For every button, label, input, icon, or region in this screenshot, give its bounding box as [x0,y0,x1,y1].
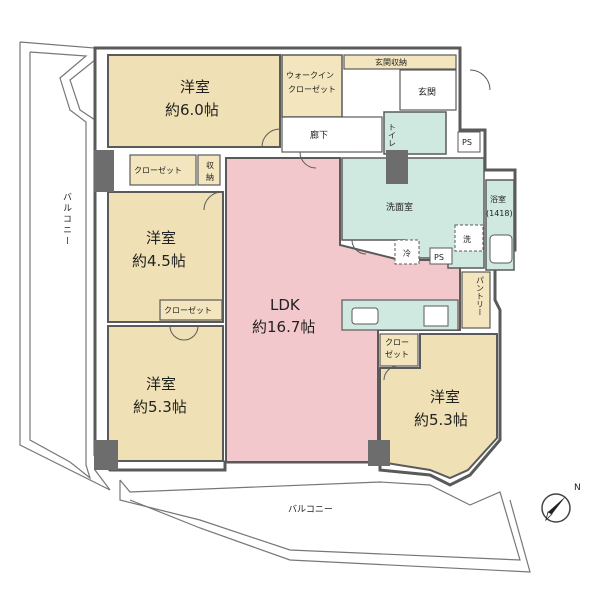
walk-in-closet-label-2: クローゼット [288,84,336,94]
ldk-name: LDK [270,296,301,314]
entrance-storage-label: 玄関収納 [375,57,407,67]
walk-in-closet-label-1: ウォークイン [286,71,334,80]
storage-left[interactable] [197,154,221,186]
bathroom-name: 浴室 [490,194,506,204]
washer-label: 洗 [463,234,471,244]
fridge-label: 冷 [403,248,411,258]
western-se-name: 洋室 [430,388,460,406]
western-se-size: 約5.3帖 [414,411,468,429]
entrance-label: 玄関 [418,86,436,98]
room-western-nw[interactable] [107,54,281,148]
closet-mid[interactable] [159,299,223,321]
entrance-storage[interactable] [343,54,457,70]
bathroom-spec: (1418) [486,209,513,218]
room-western-sw[interactable] [107,325,224,462]
western-nw-name: 洋室 [180,78,210,96]
compass-icon [541,493,571,523]
western-w-size: 約4.5帖 [132,252,186,270]
western-sw-name: 洋室 [146,375,176,393]
washroom-label: 洗面室 [386,201,413,213]
fridge-space [394,239,420,265]
closet-left[interactable] [129,154,197,186]
balcony-bottom-outline [119,479,531,573]
storage-left-label-2: 納 [206,172,214,182]
ps-top-box [457,131,481,153]
balcony-left-label: バルコニー [61,192,72,247]
pantry[interactable] [461,271,491,329]
compass-label: N [574,483,581,493]
stove-icon [423,305,449,327]
western-sw-size: 約5.3帖 [133,398,187,416]
corridor[interactable] [281,116,383,153]
entrance[interactable] [399,69,457,111]
pillars [94,150,408,470]
sink-icon [351,307,379,325]
closet-right[interactable] [379,333,419,367]
western-w-name: 洋室 [146,229,176,247]
closet-right-label-2: ゼット [385,349,409,359]
walk-in-closet[interactable] [281,54,343,118]
ps-top-label: PS [462,138,472,147]
ps-mid-box [429,247,453,265]
corridor-label: 廊下 [310,129,328,141]
closet-mid-label: クローゼット [164,305,212,315]
ps-mid-label: PS [434,253,444,262]
balcony-bottom-label: バルコニー [288,504,333,515]
washer-space [454,224,484,252]
bathtub [489,234,513,264]
room-western-se[interactable] [379,333,498,480]
door-arcs [169,69,491,381]
pantry-label: パントリー [476,276,485,316]
toilet-label: トイレ [388,123,397,147]
ldk-size: 約16.7帖 [252,318,315,336]
western-nw-size: 約6.0帖 [165,101,219,119]
closet-right-label-1: クロー [385,338,409,347]
storage-left-label-1: 収 [206,160,214,170]
closet-left-label: クローゼット [134,165,182,175]
toilet[interactable] [383,111,447,155]
